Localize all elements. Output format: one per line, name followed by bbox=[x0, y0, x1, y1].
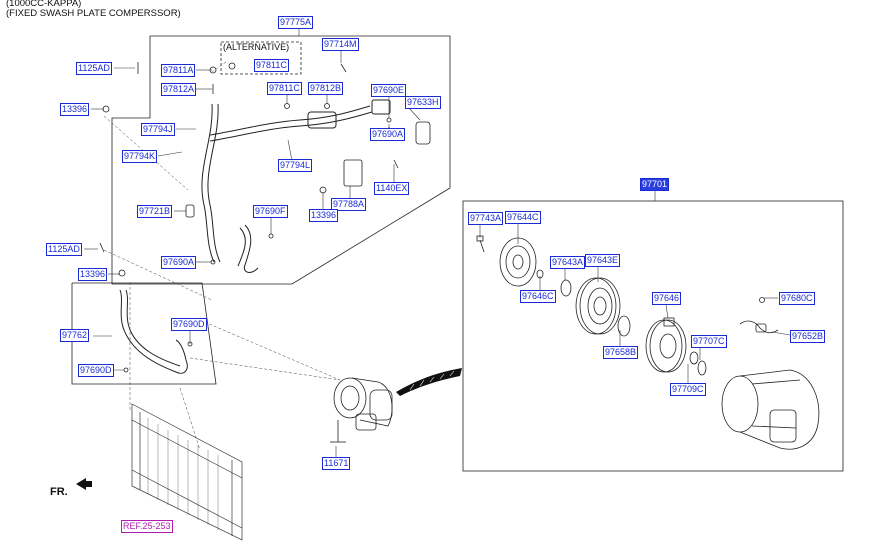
part-tag-97680C[interactable]: 97680C bbox=[779, 292, 815, 305]
part-tag-97721B[interactable]: 97721B bbox=[137, 205, 173, 218]
part-tag-97775A[interactable]: 97775A bbox=[278, 16, 314, 29]
part-tag-97709C[interactable]: 97709C bbox=[670, 383, 706, 396]
part-tag-13396-bottom[interactable]: 13396 bbox=[78, 268, 108, 281]
part-tag-97788A[interactable]: 97788A bbox=[331, 198, 367, 211]
part-tag-1140EX[interactable]: 1140EX bbox=[374, 182, 410, 195]
part-tag-97643E[interactable]: 97643E bbox=[585, 254, 621, 267]
part-tag-97762[interactable]: 97762 bbox=[60, 329, 90, 342]
liquid-tube bbox=[119, 289, 188, 374]
part-tag-1125AD-top[interactable]: 1125AD bbox=[76, 62, 112, 75]
part-tag-11671[interactable]: 11671 bbox=[322, 457, 351, 470]
condenser bbox=[131, 403, 243, 541]
part-tag-1125AD-bottom[interactable]: 1125AD bbox=[46, 243, 82, 256]
part-tag-97690F[interactable]: 97690F bbox=[253, 205, 288, 218]
part-tag-97794K[interactable]: 97794K bbox=[122, 150, 158, 163]
part-tag-97811A[interactable]: 97811A bbox=[161, 64, 196, 77]
part-tag-97646C[interactable]: 97646C bbox=[520, 290, 556, 303]
part-tag-97794J[interactable]: 97794J bbox=[141, 123, 175, 136]
part-tag-97707C[interactable]: 97707C bbox=[691, 335, 727, 348]
part-tag-97690D-top[interactable]: 97690D bbox=[171, 318, 207, 331]
part-tag-97690A-top[interactable]: 97690A bbox=[370, 128, 406, 141]
part-tag-13396-mid[interactable]: 13396 bbox=[309, 209, 339, 222]
part-tag-97644C[interactable]: 97644C bbox=[505, 211, 541, 224]
header-compressor-line: (FIXED SWASH PLATE COMPERSSOR) bbox=[6, 8, 181, 19]
part-tag-97690A-bottom[interactable]: 97690A bbox=[161, 256, 197, 269]
part-tag-97811C-alt[interactable]: 97811C bbox=[254, 59, 289, 72]
reference-link-25-253[interactable]: REF.25-253 bbox=[121, 520, 173, 533]
ac-hoses bbox=[201, 99, 391, 273]
alternative-box bbox=[220, 41, 302, 75]
compressor-assembled bbox=[333, 377, 393, 431]
leader-lines bbox=[84, 28, 791, 458]
part-tag-97794L[interactable]: 97794L bbox=[278, 159, 313, 172]
part-tag-13396-top[interactable]: 13396 bbox=[60, 103, 90, 116]
part-tag-97658B[interactable]: 97658B bbox=[603, 346, 639, 359]
front-arrow-icon bbox=[76, 478, 92, 490]
part-tag-97646[interactable]: 97646 bbox=[652, 292, 682, 305]
projection-lines bbox=[103, 61, 341, 451]
compressor-exploded-frame bbox=[462, 200, 844, 472]
part-tag-97743A[interactable]: 97743A bbox=[468, 212, 504, 225]
exploded-view-pointer bbox=[396, 368, 462, 396]
header-engine-line: (1000CC-KAPPA) bbox=[6, 0, 82, 9]
part-tag-97690E[interactable]: 97690E bbox=[371, 84, 407, 97]
part-tag-97812A[interactable]: 97812A bbox=[161, 83, 197, 96]
fasteners bbox=[99, 62, 431, 443]
part-tag-97633H[interactable]: 97633H bbox=[405, 96, 441, 109]
alternative-label: (ALTERNATIVE) bbox=[223, 42, 290, 52]
part-tag-97701[interactable]: 97701 bbox=[640, 178, 670, 191]
liquid-tube-frame bbox=[71, 282, 217, 385]
compressor-exploded-parts bbox=[476, 235, 820, 450]
front-direction-label: FR. bbox=[50, 486, 68, 498]
part-tag-97811C[interactable]: 97811C bbox=[267, 82, 302, 95]
part-tag-97690D-bottom[interactable]: 97690D bbox=[78, 364, 114, 377]
part-tag-97812B[interactable]: 97812B bbox=[308, 82, 344, 95]
part-tag-97714M[interactable]: 97714M bbox=[322, 38, 359, 51]
part-tag-97643A[interactable]: 97643A bbox=[550, 256, 586, 269]
part-tag-97652B[interactable]: 97652B bbox=[790, 330, 826, 343]
